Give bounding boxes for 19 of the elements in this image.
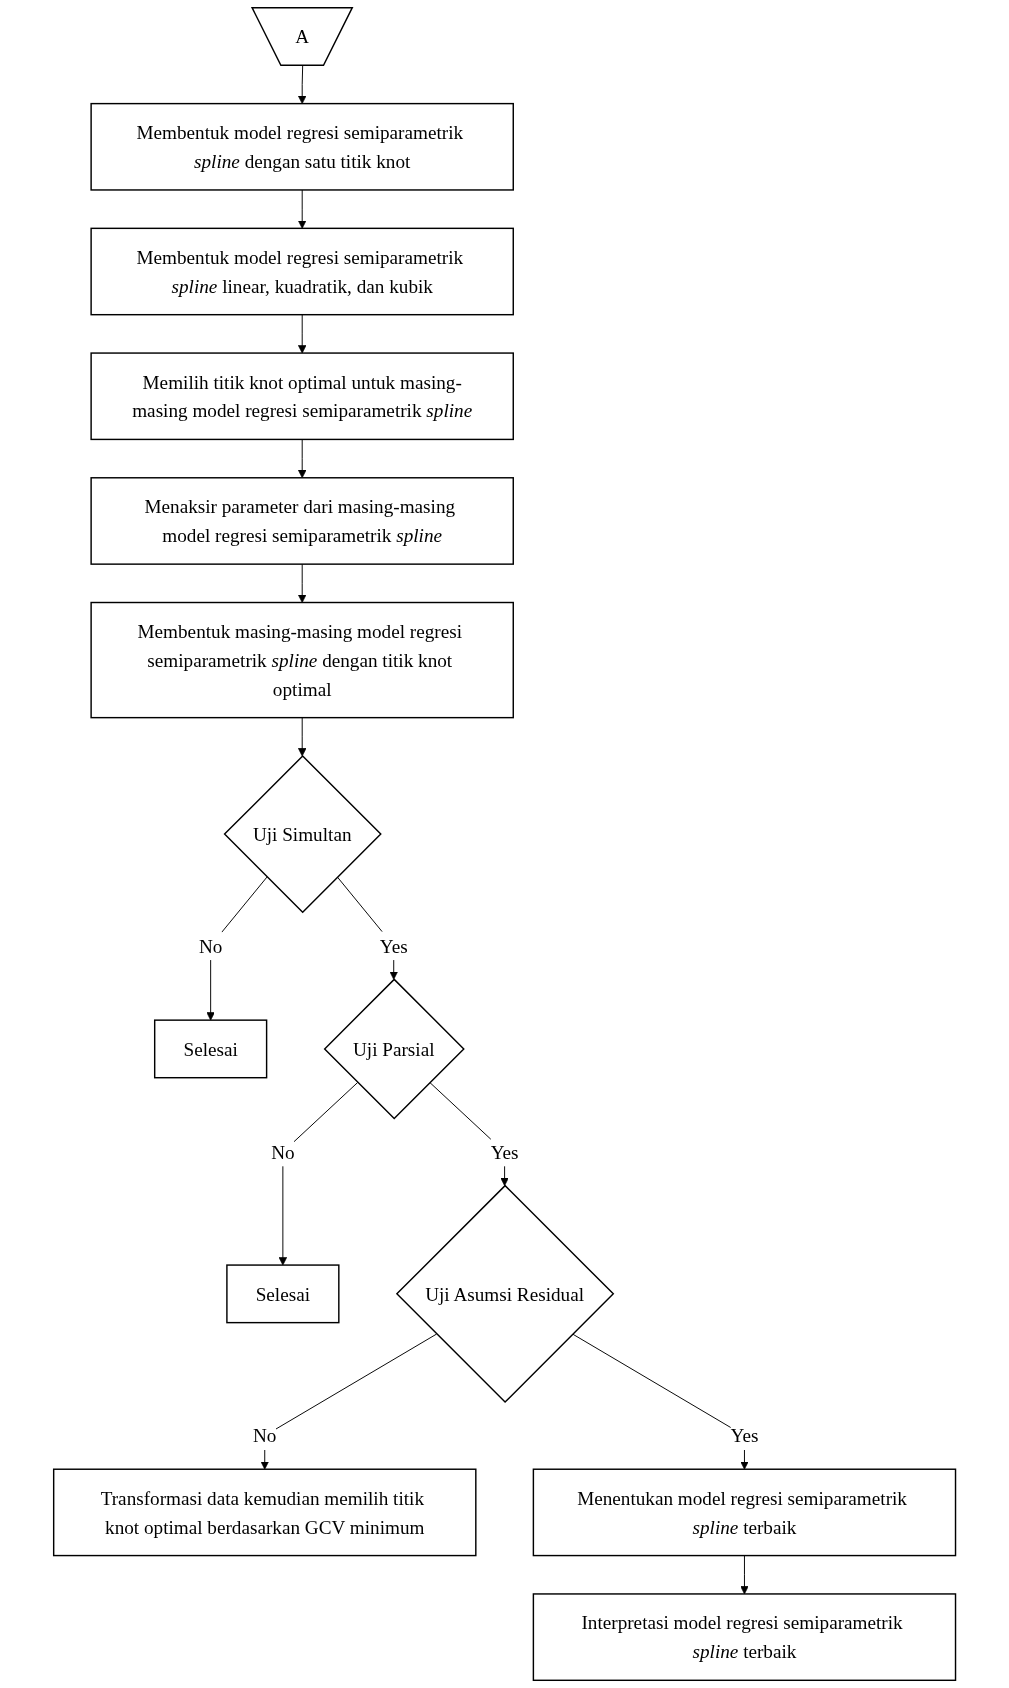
edge-label: Yes [490,1141,519,1163]
edge-label: Yes [379,935,408,957]
node-diamond: Uji Simultan [223,755,382,914]
node-box: Selesai [226,1264,340,1324]
node-box: Selesai [153,1019,268,1079]
edge-label: No [252,1425,277,1447]
node-box: Membentuk model regresi semiparametrik spline linear, kuadratik, dan kubik [90,227,514,316]
node-box: Interpretasi model regresi semiparametrik spline terbaik [532,1593,957,1681]
node-box: Memilih titik knot optimal untuk masing-masing model regresi semiparametrik spline [90,352,514,441]
edge-label: No [271,1141,295,1163]
node-box: Menaksir parameter dari masing-masing model regresi semiparametrik spline [90,477,514,565]
node-diamond: Uji Asumsi Residual [395,1184,615,1404]
edge-label: No [198,935,223,957]
edge-label: Yes [730,1425,759,1447]
node-box: Membentuk masing-masing model regresi semiparametrik spline dengan titik knot optimal [90,601,514,719]
node-box: Transformasi data kemudian memilih titik knot optimal berdasarkan GCV minimum [52,1468,477,1557]
node-diamond: Uji Parsial [323,978,465,1120]
node-box: Menentukan model regresi semiparametrik spline terbaik [532,1468,957,1557]
node-box: Membentuk model regresi semiparametrik spline dengan satu titik knot [90,102,514,191]
